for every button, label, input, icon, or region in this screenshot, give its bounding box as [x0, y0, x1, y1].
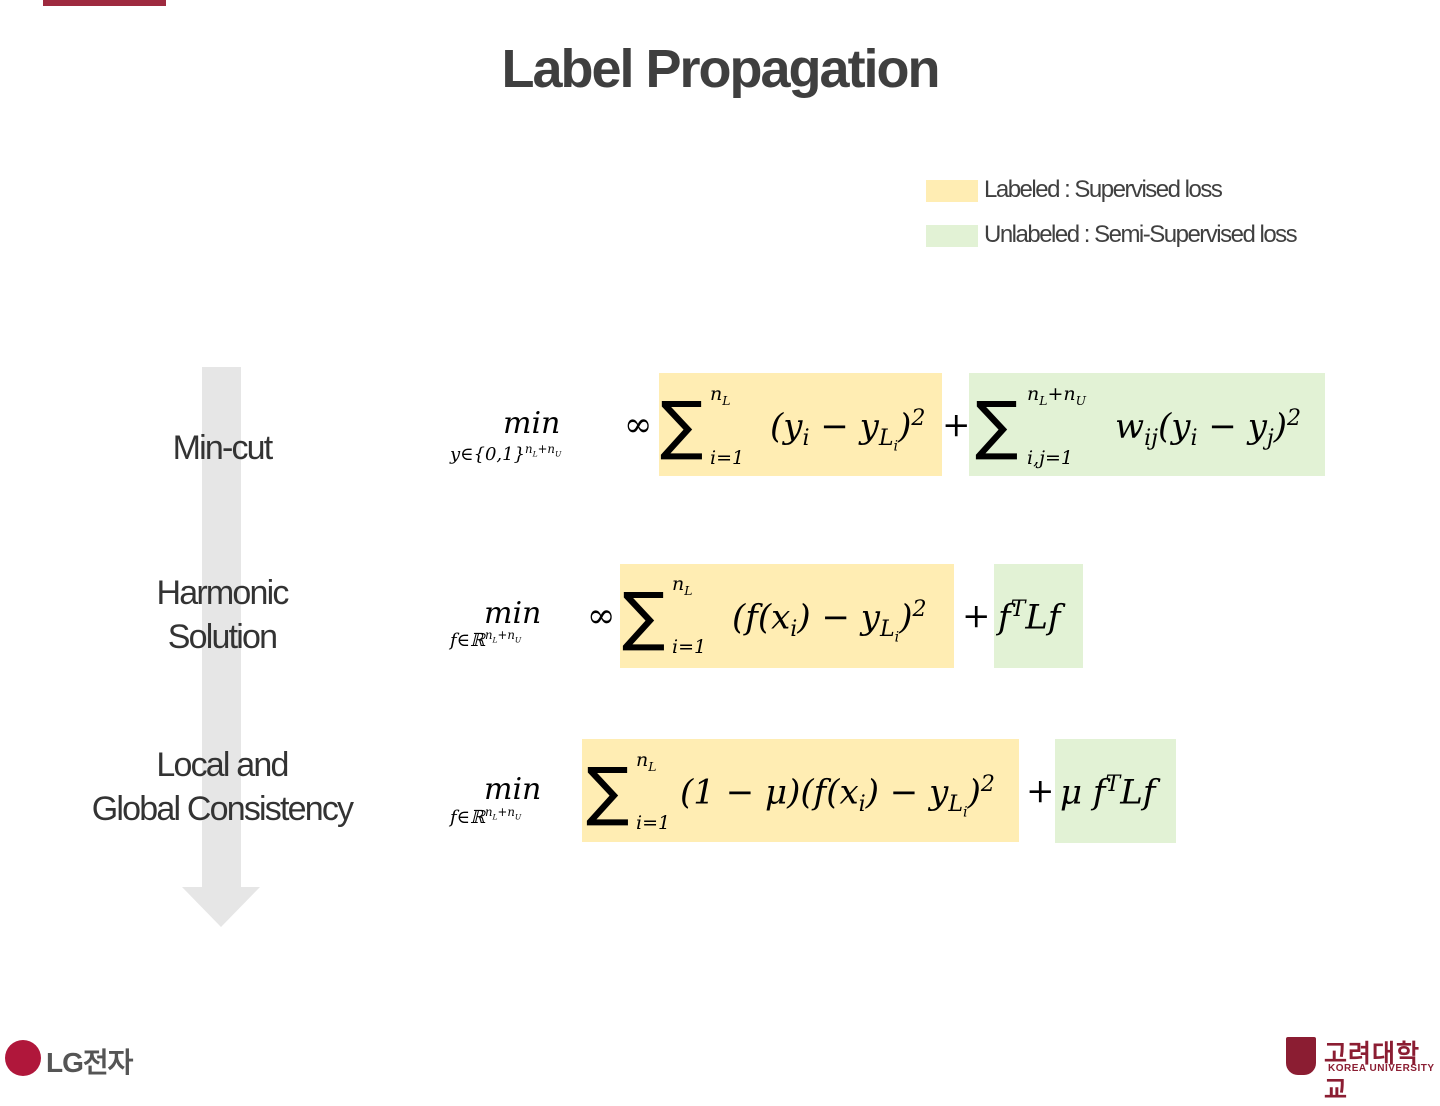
eq3-labeled-term-box [582, 739, 1019, 842]
stage-harmonic-solution: Harmonic Solution [60, 571, 384, 659]
eq1-infinity: ∞ [624, 405, 653, 445]
eq3-sum-upper: nL [636, 749, 657, 774]
eq1-sum2-upper: nL+nU [1027, 383, 1087, 408]
eq1-min-subscript: y∈{0,1}nL+nU [450, 442, 562, 465]
eq1-plus: + [942, 405, 971, 445]
eq2-min: min [484, 596, 542, 631]
lg-logo-text: LG전자 [46, 1047, 133, 1078]
eq3-unlabeled-term: μ fTLf [1060, 771, 1156, 813]
stage-local-global-consistency: Local and Global Consistency [60, 743, 384, 831]
stage-label-line: Harmonic [156, 574, 289, 612]
slide-title: Label Propagation [501, 39, 940, 99]
eq1-labeled-term-box [659, 373, 942, 476]
eq2-labeled-term: (f(xi) − yLi)2 [732, 596, 927, 646]
eq2-labeled-term-box [620, 564, 954, 668]
eq3-sum-lower: i=1 [636, 812, 671, 834]
stage-label-line: Min-cut [172, 429, 274, 467]
eq3-labeled-term: (1 − μ)(f(xi) − yLi)2 [680, 771, 995, 821]
eq1-sum-upper: nL [710, 383, 731, 408]
eq1-unlabeled-term: wij(yi − yj)2 [1115, 405, 1302, 452]
lg-logo-icon [5, 1040, 41, 1076]
eq2-sum-upper: nL [672, 573, 693, 598]
eq1-unlabeled-term-box [969, 373, 1325, 476]
progression-arrow [202, 367, 241, 889]
eq3-plus: + [1026, 771, 1055, 811]
eq3-unlabeled-term-box [1055, 739, 1176, 843]
eq3-sum-sign: ∑ [586, 755, 630, 829]
legend-label-labeled: Labeled : Supervised loss [984, 176, 1223, 203]
eq1-sum-sign: ∑ [660, 389, 704, 463]
eq2-sum-sign: ∑ [622, 580, 666, 654]
eq2-unlabeled-term-box [994, 564, 1083, 668]
legend-label-unlabeled: Unlabeled : Semi-Supervised loss [984, 221, 1298, 248]
eq2-infinity: ∞ [587, 596, 616, 636]
korea-university-logo-subtext: KOREA UNIVERSITY [1328, 1063, 1435, 1074]
stage-label-line: Local and [156, 746, 289, 784]
top-accent-bar [43, 0, 166, 6]
legend-swatch-unlabeled [926, 225, 978, 247]
eq3-min: min [484, 772, 542, 807]
korea-university-shield-icon [1286, 1037, 1316, 1075]
eq1-sum-lower: i=1 [710, 447, 745, 469]
eq2-sum-lower: i=1 [672, 636, 707, 658]
eq1-labeled-term: (yi − yLi)2 [770, 405, 926, 455]
eq1-min: min [503, 406, 561, 441]
progression-arrow-head [182, 887, 260, 927]
eq1-sum2-lower: i,j=1 [1027, 447, 1074, 469]
legend-swatch-labeled [926, 180, 978, 202]
eq2-min-subscript: f∈ℝnL+nU [450, 628, 522, 651]
stage-min-cut: Min-cut [60, 426, 384, 470]
eq3-min-subscript: f∈ℝnL+nU [450, 805, 522, 828]
eq2-unlabeled-term: fTLf [998, 596, 1061, 638]
stage-label-line: Solution [167, 618, 278, 656]
eq1-sum2-sign: ∑ [975, 389, 1019, 463]
eq2-plus: + [962, 596, 991, 636]
stage-label-line: Global Consistency [91, 790, 354, 828]
